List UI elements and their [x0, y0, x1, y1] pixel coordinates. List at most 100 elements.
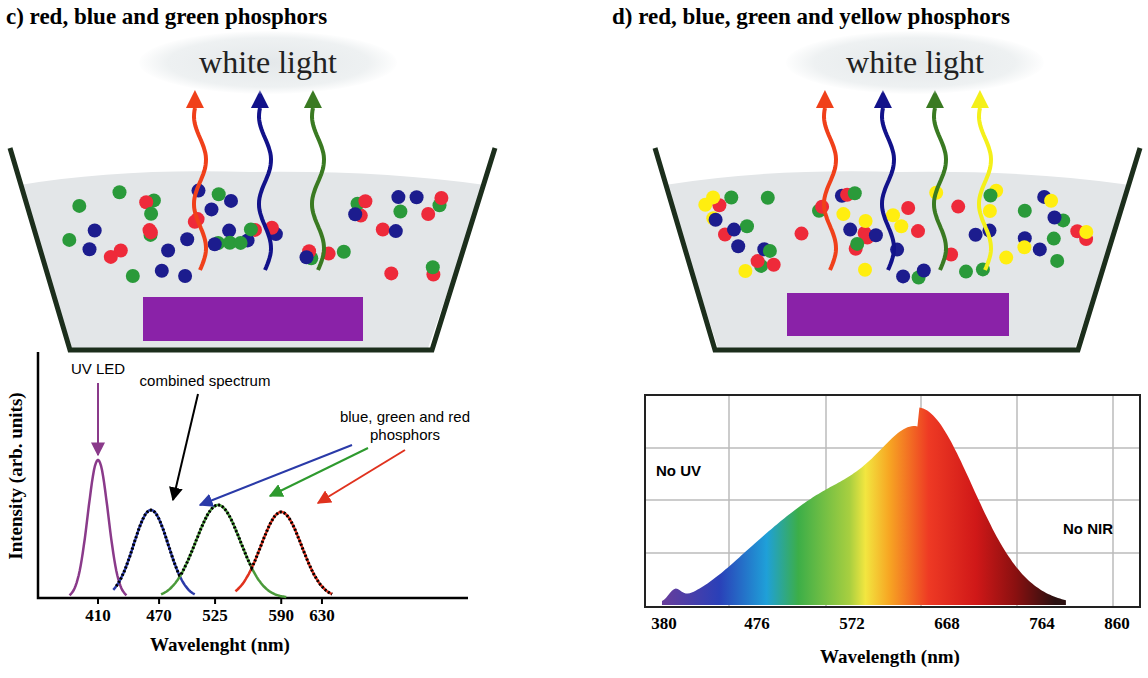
- emission-wave: [194, 108, 206, 270]
- tick: [97, 598, 99, 604]
- tick: [158, 598, 160, 604]
- phosphor-dot: [850, 237, 864, 251]
- phosphor-dot: [1079, 225, 1093, 239]
- phosphor-dot: [859, 214, 873, 228]
- phosphor-dot: [212, 187, 226, 201]
- phosphor-dot: [724, 191, 738, 205]
- phosphor-dot: [999, 251, 1013, 265]
- tick-label: 668: [934, 614, 960, 634]
- phosphor-dot: [969, 228, 983, 242]
- phosphor-dot: [795, 227, 809, 241]
- arrow-head: [304, 90, 322, 108]
- uv-led-chip: [787, 293, 1009, 336]
- leader-arrow: [318, 450, 405, 503]
- phosphor-dot: [391, 190, 405, 204]
- encapsulant: [665, 171, 1130, 348]
- axis-title: Wavelenght (nm): [150, 634, 290, 656]
- phosphor-dot: [761, 191, 775, 205]
- phosphor-dot: [896, 269, 910, 283]
- white-led-spectrum: [662, 408, 1066, 606]
- phosphor-dot: [104, 250, 118, 264]
- phosphor-dot: [224, 194, 238, 208]
- callout: UV LED: [71, 360, 125, 377]
- phosphor-dot: [843, 223, 857, 237]
- tick-label: 590: [268, 606, 294, 626]
- emission-wave: [934, 108, 946, 270]
- phosphor-dot: [984, 189, 998, 203]
- tick-label: 525: [202, 606, 228, 626]
- emission-wave: [312, 108, 324, 270]
- axis-title: Wavelength (nm): [820, 646, 960, 668]
- white-light-cloud: white light: [786, 31, 1044, 94]
- phosphor-dot: [337, 245, 351, 259]
- arrow-head: [186, 90, 204, 108]
- phosphor-dot: [88, 224, 102, 238]
- plot-frame: [645, 395, 1140, 607]
- plot-frame: [645, 395, 1140, 607]
- phosphor-dot: [1048, 211, 1062, 225]
- phosphor-dot: [208, 237, 222, 251]
- phosphor-dot: [410, 190, 424, 204]
- panel-title: c) red, blue and green phosphors: [6, 4, 327, 30]
- phosphor-dot: [740, 219, 754, 233]
- phosphor-dot: [376, 223, 390, 237]
- phosphor-dot: [848, 186, 862, 200]
- axis-title: Intensity (arb. units): [5, 392, 27, 559]
- arrow-head: [971, 90, 989, 108]
- tick-label: 860: [1104, 614, 1130, 634]
- tick-label: 410: [85, 606, 111, 626]
- phosphor-dot: [951, 200, 965, 214]
- callout: blue, green and red phosphors: [330, 408, 480, 444]
- phosphor-dot: [300, 250, 314, 264]
- phosphor-dot: [959, 265, 973, 279]
- phosphor-dot: [1047, 232, 1061, 246]
- phosphor-dot: [161, 244, 175, 258]
- tick-label: 470: [146, 606, 172, 626]
- spectra: [70, 460, 333, 597]
- phosphor-dot: [869, 228, 883, 242]
- grid-line: [1112, 395, 1114, 607]
- phosphor-dot: [751, 254, 765, 268]
- emission-wave: [979, 108, 991, 270]
- annotation: No UV: [656, 462, 701, 479]
- phosphor-dot: [126, 269, 140, 283]
- tick-label: 764: [1029, 614, 1055, 634]
- phosphor-dot: [72, 199, 86, 213]
- spectrum-curve: [116, 505, 332, 594]
- arrow-head: [816, 90, 834, 108]
- spectrum-curve: [113, 510, 194, 594]
- grid: [645, 395, 1140, 607]
- phosphor-dot: [155, 264, 169, 278]
- emission-wave: [259, 108, 271, 270]
- axes: [38, 352, 468, 598]
- phosphor-dot: [180, 232, 194, 246]
- leader-arrow: [173, 394, 198, 500]
- phosphor-dot: [426, 260, 440, 274]
- phosphor-dot: [698, 198, 712, 212]
- phosphor-dot: [434, 191, 448, 205]
- phosphor-dot: [763, 244, 777, 258]
- uv-led-chip: [143, 297, 363, 341]
- callout: combined spectrum: [140, 372, 271, 389]
- ticks: [98, 598, 322, 604]
- phosphor-dot: [1017, 240, 1031, 254]
- phosphor-dot: [358, 194, 372, 208]
- phosphor-dot: [894, 219, 908, 233]
- cloud-text: white light: [846, 44, 984, 81]
- tick: [321, 598, 323, 604]
- tick-label: 476: [744, 614, 770, 634]
- phosphor-dot: [1044, 194, 1058, 208]
- leader-arrow: [270, 448, 368, 496]
- phosphor-dot: [62, 233, 76, 247]
- phosphor-dot: [113, 185, 127, 199]
- spectrum-curve: [161, 505, 286, 597]
- phosphor-dot: [727, 223, 741, 237]
- led-cup: [655, 148, 1140, 350]
- phosphor-dot: [983, 204, 997, 218]
- phosphor-dot: [393, 205, 407, 219]
- phosphor-dot: [83, 242, 97, 256]
- phosphor-dot: [767, 258, 781, 272]
- led-cup: [10, 148, 495, 350]
